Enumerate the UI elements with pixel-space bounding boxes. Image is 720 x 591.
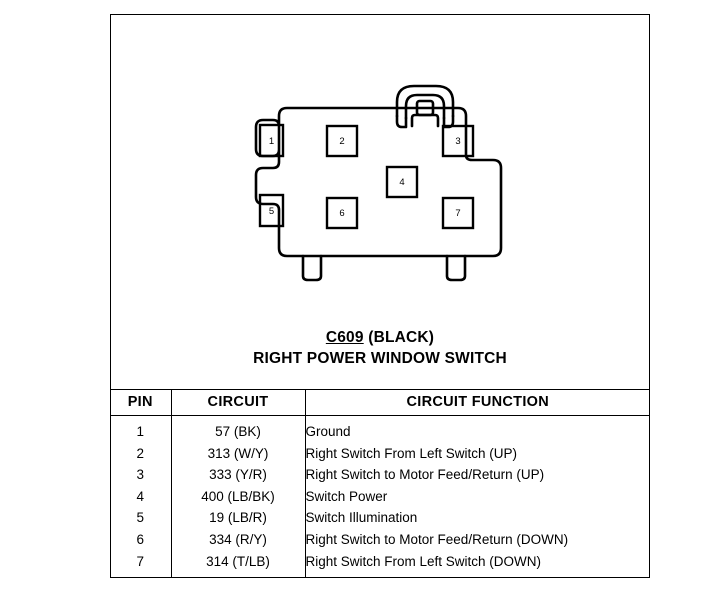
cell-pin: 2 — [136, 446, 144, 462]
table-row: 2 313 (W/Y) Right Switch From Left Switc… — [110, 443, 650, 465]
cell-function: Right Switch to Motor Feed/Return (UP) — [304, 464, 650, 487]
table-header-row: PIN CIRCUIT CIRCUIT FUNCTION — [110, 390, 650, 416]
connector-caption: C609 (BLACK) RIGHT POWER WINDOW SWITCH — [111, 327, 649, 370]
connector-illustration: 1 2 3 4 5 6 7 — [251, 70, 527, 288]
cell-pin: 1 — [136, 424, 144, 440]
column-header-function: CIRCUIT FUNCTION — [304, 390, 650, 416]
connector-foot-right — [445, 254, 467, 282]
pin-cavity-5 — [258, 193, 285, 228]
cell-pin: 6 — [136, 531, 144, 547]
pin-number-3: 3 — [455, 136, 460, 147]
pin-number-2: 2 — [339, 136, 344, 147]
cell-pin: 5 — [136, 510, 144, 526]
cell-function: Switch Power — [304, 486, 650, 508]
pin-cavity-7 — [441, 196, 475, 230]
connector-color: (BLACK) — [368, 329, 435, 346]
connector-name: RIGHT POWER WINDOW SWITCH — [253, 350, 507, 367]
pin-number-7: 7 — [455, 208, 460, 219]
cell-pin: 3 — [136, 467, 144, 483]
pin-number-6: 6 — [339, 208, 344, 219]
connector-foot-left — [301, 254, 323, 282]
table-row: 6 334 (R/Y) Right Switch to Motor Feed/R… — [110, 529, 650, 551]
table-row: 7 314 (T/LB) Right Switch From Left Swit… — [110, 550, 650, 578]
cell-circuit: 313 (W/Y) — [170, 443, 305, 465]
cell-circuit: 400 (LB/BK) — [170, 486, 305, 508]
pin-number-4: 4 — [399, 177, 404, 188]
pin-table: PIN CIRCUIT CIRCUIT FUNCTION 1 57 (BK) G… — [110, 390, 650, 578]
diagram-page-frame: 1 2 3 4 5 6 7 C609 (BLACK) RIGHT POWER W… — [110, 14, 650, 578]
latch-outer-arch — [395, 84, 455, 118]
cell-function: Right Switch to Motor Feed/Return (DOWN) — [304, 529, 650, 551]
pin-cavity-3 — [441, 124, 475, 158]
pin-cavity-1 — [258, 123, 285, 158]
cell-circuit: 57 (BK) — [170, 415, 305, 444]
column-header-circuit: CIRCUIT — [170, 390, 305, 416]
connector-body-outline — [254, 106, 503, 258]
pin-cavity-2 — [325, 124, 359, 158]
pin-cavity-6 — [325, 196, 359, 230]
pin-cavity-4 — [385, 165, 419, 199]
table-row: 3 333 (Y/R) Right Switch to Motor Feed/R… — [110, 464, 650, 487]
cell-function: Switch Illumination — [304, 507, 650, 530]
table-row: 4 400 (LB/BK) Switch Power — [110, 486, 650, 508]
cell-circuit: 334 (R/Y) — [170, 529, 305, 551]
pin-table-container: PIN CIRCUIT CIRCUIT FUNCTION 1 57 (BK) G… — [110, 389, 650, 578]
cell-circuit: 19 (LB/R) — [170, 507, 305, 530]
cell-pin: 4 — [136, 488, 144, 504]
cell-function: Right Switch From Left Switch (UP) — [304, 443, 650, 465]
pin-number-5: 5 — [269, 206, 274, 217]
table-row: 1 57 (BK) Ground — [110, 415, 650, 444]
cell-function: Ground — [304, 415, 650, 444]
latch-foot-left — [395, 114, 408, 129]
pin-number-1: 1 — [269, 136, 274, 147]
connector-id: C609 — [325, 329, 364, 346]
cell-circuit: 314 (T/LB) — [170, 550, 305, 578]
latch-inner-arch — [404, 93, 446, 120]
cell-function: Right Switch From Left Switch (DOWN) — [304, 550, 650, 578]
column-header-pin: PIN — [110, 390, 171, 416]
latch-tab-body — [410, 113, 440, 128]
table-row: 5 19 (LB/R) Switch Illumination — [110, 507, 650, 530]
cell-pin: 7 — [136, 553, 144, 569]
connector-id-line: C609 (BLACK) — [111, 327, 649, 348]
cell-circuit: 333 (Y/R) — [170, 464, 305, 487]
